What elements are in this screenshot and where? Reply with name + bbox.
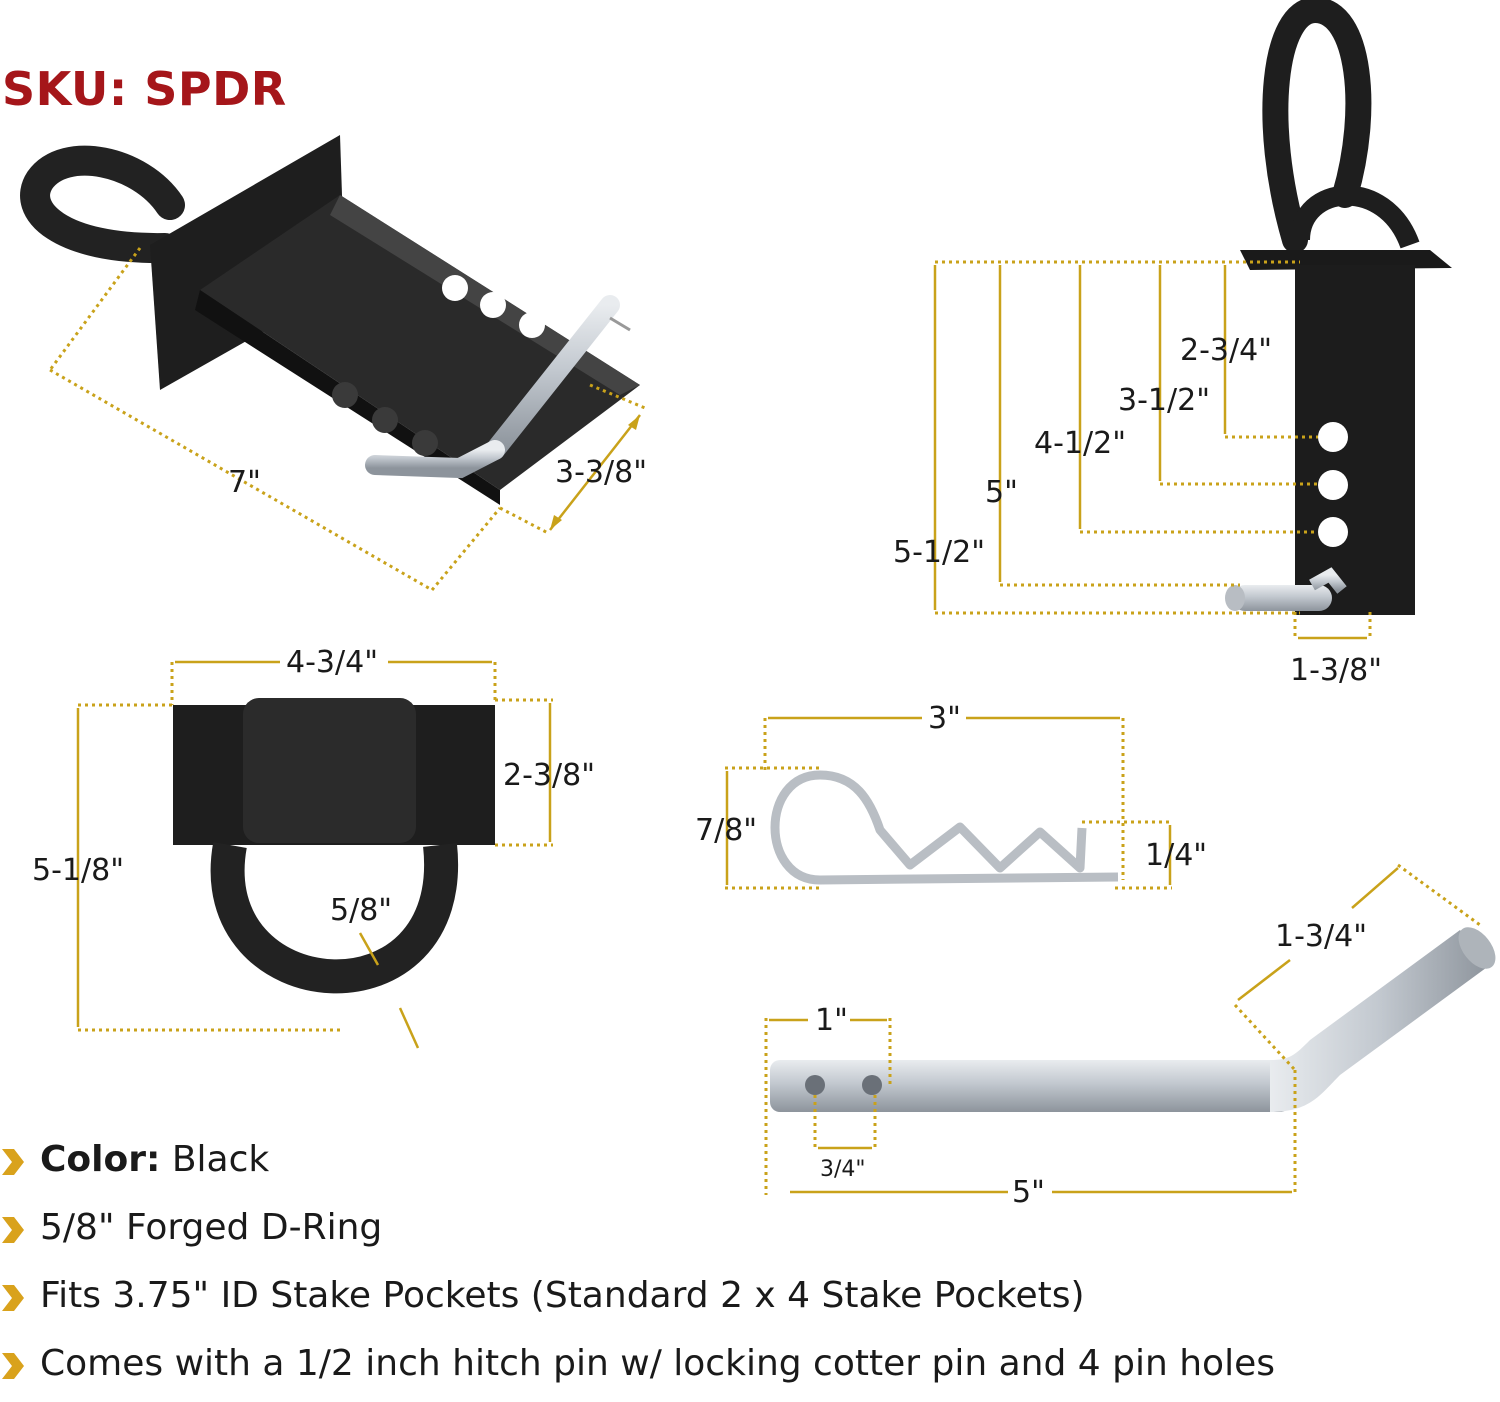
- stake-pocket-top-view: 4-3/4" 2-3/8" 5-1/8" 5/8": [32, 645, 595, 1049]
- sku-label: SKU: SPDR: [2, 62, 287, 116]
- chevron-right-icon: [2, 1353, 24, 1379]
- stake-pocket-3d-view: 7" 3-3/8": [20, 135, 647, 592]
- dim-cotter-height: 7/8": [695, 813, 757, 848]
- d-ring-sleeve-shape: [243, 698, 416, 843]
- chevron-right-icon: [2, 1217, 24, 1243]
- dim-pin-length: 5": [1012, 1175, 1045, 1210]
- hitch-pin-shape: [770, 1060, 1290, 1112]
- dim-side-c: 4-1/2": [1034, 426, 1126, 461]
- dim-cotter-length: 3": [928, 701, 961, 736]
- pin-hole: [862, 1075, 882, 1095]
- cotter-pin-view: 3" 7/8" 1/4": [695, 701, 1207, 890]
- feature-text: Black: [160, 1139, 270, 1180]
- dim-ring-height: 5-1/8": [32, 853, 124, 888]
- dim-front-length: 7": [228, 465, 261, 500]
- pin-hole: [1318, 470, 1348, 500]
- pin-hole: [805, 1075, 825, 1095]
- hitch-pin-view: 1" 3/4" 5" 1-3/4": [764, 863, 1496, 1210]
- pin-hole: [480, 292, 506, 318]
- chevron-right-icon: [2, 1149, 24, 1175]
- feature-list: Color: Black 5/8" Forged D-Ring Fits 3.7…: [0, 1130, 1275, 1402]
- pocket-body-shape: [1295, 265, 1415, 615]
- pin-hole: [519, 312, 545, 338]
- feature-label: Color:: [40, 1139, 161, 1180]
- dim-cotter-tip: 1/4": [1145, 838, 1207, 873]
- pin-hole: [1318, 422, 1348, 452]
- feature-text: 5/8" Forged D-Ring: [40, 1207, 383, 1248]
- d-ring-shape: [1262, 0, 1372, 253]
- dim-side-e: 5-1/2": [893, 535, 985, 570]
- dim-ring-thickness: 5/8": [330, 893, 392, 928]
- dim-front-width: 3-3/8": [555, 455, 647, 490]
- dim-side-b: 3-1/2": [1118, 383, 1210, 418]
- feature-text: Fits 3.75" ID Stake Pockets (Standard 2 …: [40, 1275, 1085, 1316]
- cotter-pin-shape: [770, 770, 1119, 885]
- dim-plate-width: 4-3/4": [286, 645, 378, 680]
- feature-text: Comes with a 1/2 inch hitch pin w/ locki…: [40, 1343, 1275, 1384]
- hitch-pin-shape: [485, 295, 620, 460]
- feature-item: Fits 3.75" ID Stake Pockets (Standard 2 …: [0, 1266, 1275, 1334]
- feature-item: 5/8" Forged D-Ring: [0, 1198, 1275, 1266]
- chevron-right-icon: [2, 1285, 24, 1311]
- d-ring-shape: [210, 841, 459, 994]
- dim-pin-hole-spacing: 3/4": [820, 1157, 866, 1182]
- hitch-pin-shape: [1232, 585, 1332, 611]
- dim-pin-hole-offset: 1": [815, 1003, 848, 1038]
- feature-item: Color: Black: [0, 1130, 1275, 1198]
- dim-side-d: 5": [985, 475, 1018, 510]
- pin-hole: [1318, 517, 1348, 547]
- d-ring-shape: [20, 145, 185, 264]
- stake-pocket-side-view: 2-3/4" 3-1/2" 4-1/2" 5" 5-1/2" 1-3/8": [893, 0, 1452, 688]
- dim-side-a: 2-3/4": [1180, 333, 1272, 368]
- dim-plate-height: 2-3/8": [503, 758, 595, 793]
- feature-item: Comes with a 1/2 inch hitch pin w/ locki…: [0, 1334, 1275, 1402]
- dim-pin-bend: 1-3/4": [1275, 919, 1367, 954]
- dim-side-depth: 1-3/8": [1290, 653, 1382, 688]
- pin-hole: [442, 275, 468, 301]
